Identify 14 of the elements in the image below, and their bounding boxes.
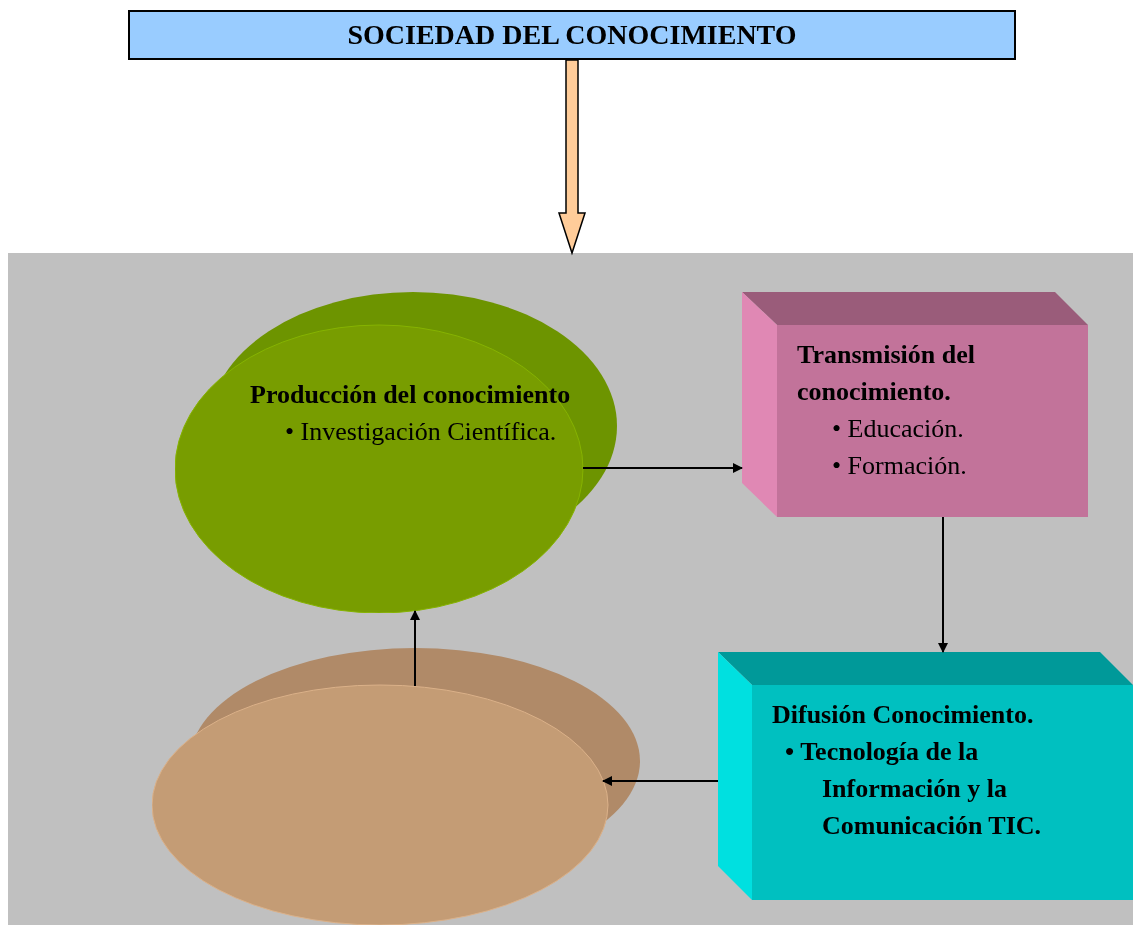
bullet-item: • Tecnología de la Información y la Comunicación TIC. [784, 736, 1043, 842]
title-box: SOCIEDAD DEL CONOCIMIENTO [128, 10, 1016, 60]
node-heading: Producción del conocimiento [250, 379, 572, 411]
node-heading: Difusión Conocimiento. [772, 699, 1035, 731]
arrow [938, 516, 948, 653]
arrow [582, 463, 743, 473]
bullet-item: • Formación. [831, 450, 968, 482]
arrow [410, 610, 420, 687]
bullet-item: • Investigación Científica. [284, 416, 558, 448]
block-arrow [557, 59, 587, 256]
panel-background [8, 253, 1133, 925]
node-heading: Transmisión del conocimiento. [797, 339, 976, 408]
bullet-item: • Educación. [831, 413, 965, 445]
arrow [602, 776, 719, 786]
